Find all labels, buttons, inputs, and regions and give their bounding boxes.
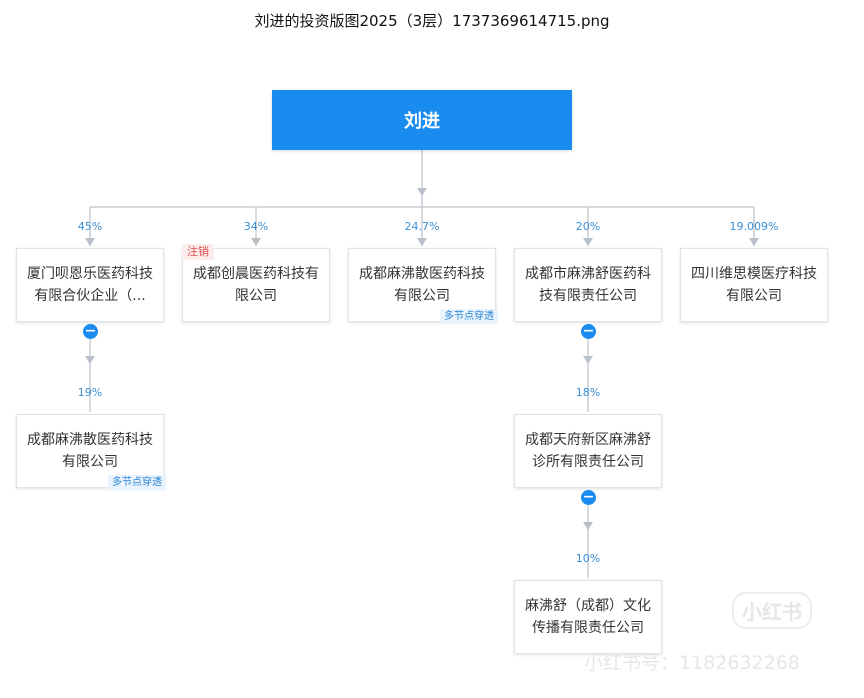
company-name: 成都创晨医药科技有限公司 xyxy=(193,266,319,304)
root-person-node[interactable]: 刘进 xyxy=(272,90,572,150)
company-node[interactable]: 成都市麻沸舒医药科技有限责任公司 xyxy=(514,248,662,322)
company-name: 麻沸舒（成都）文化传播有限责任公司 xyxy=(525,598,651,636)
company-name: 成都市麻沸舒医药科技有限责任公司 xyxy=(525,266,651,304)
company-name: 四川维思模医疗科技有限公司 xyxy=(691,266,817,304)
percent-label: 19.009% xyxy=(729,220,779,233)
company-node[interactable]: 成都天府新区麻沸舒诊所有限责任公司 xyxy=(514,414,662,488)
collapse-icon[interactable]: − xyxy=(83,323,98,339)
company-name: 成都麻沸散医药科技有限公司 xyxy=(27,432,153,470)
watermark-logo: 小红书 xyxy=(732,592,812,629)
percent-label: 20% xyxy=(575,220,601,233)
watermark-id: 小红书号：1182632268 xyxy=(584,652,800,674)
multi-node-penetration-badge[interactable]: 多节点穿透 xyxy=(440,309,498,324)
file-title: 刘进的投资版图2025（3层）1737369614715.png xyxy=(254,12,610,30)
company-name: 厦门呗恩乐医药科技有限合伙企业（... xyxy=(27,266,153,304)
company-node[interactable]: 成都创晨医药科技有限公司 xyxy=(182,248,330,322)
root-person-name: 刘进 xyxy=(404,111,440,132)
percent-label: 34% xyxy=(243,220,269,233)
company-name: 成都天府新区麻沸舒诊所有限责任公司 xyxy=(525,432,651,470)
percent-label: 10% xyxy=(575,552,601,565)
percent-label: 19% xyxy=(77,386,103,399)
company-name: 成都麻沸散医药科技有限公司 xyxy=(359,266,485,304)
multi-node-penetration-badge[interactable]: 多节点穿透 xyxy=(108,475,166,490)
collapse-icon[interactable]: − xyxy=(581,323,596,339)
percent-label: 24.7% xyxy=(404,220,440,233)
percent-label: 45% xyxy=(77,220,103,233)
cancelled-badge: 注销 xyxy=(182,244,214,260)
company-node[interactable]: 厦门呗恩乐医药科技有限合伙企业（... xyxy=(16,248,164,322)
collapse-icon[interactable]: − xyxy=(581,489,596,505)
company-node[interactable]: 四川维思模医疗科技有限公司 xyxy=(680,248,828,322)
company-node[interactable]: 麻沸舒（成都）文化传播有限责任公司 xyxy=(514,580,662,654)
percent-label: 18% xyxy=(575,386,601,399)
